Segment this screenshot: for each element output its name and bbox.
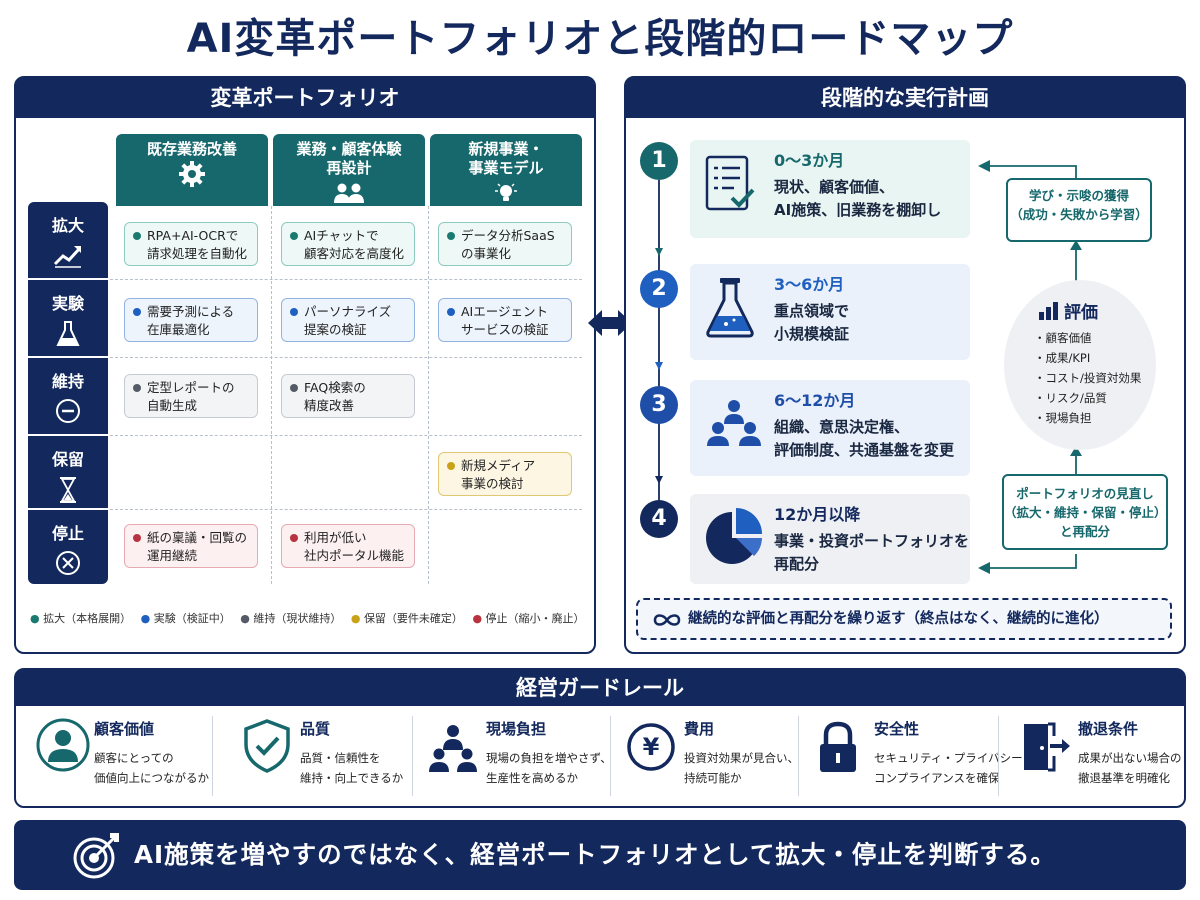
double-arrow-icon [588,310,632,336]
feedback-loop-arrows [978,160,1082,574]
guardrail-field-burden: 現場負担 現場の負担を増やさず、生産性を高めるか [408,710,612,802]
step-3-card[interactable]: 6～12か月 組織、意思決定権、評価制度、共通基盤を変更 [690,380,970,476]
row-label-hold: 保留 [28,436,108,508]
review-box: ポートフォリオの見直し（拡大・維持・保留・停止）と再配分 [1002,474,1168,550]
step-number-3: 3 [640,386,678,424]
footer-message: AI施策を増やすのではなく、経営ポートフォリオとして拡大・停止を判断する。 [134,840,1056,869]
step-2-period: 3～6か月 [774,275,845,294]
exit-door-icon [1024,722,1070,772]
step-2-card[interactable]: 3～6か月 重点領域で小規模検証 [690,264,970,360]
step-2-desc: 重点領域で小規模検証 [774,302,850,343]
page-title: AI変革ポートフォリオと段階的ロードマップ [186,16,1014,62]
plan-heading: 段階的な実行計画 [626,78,1184,118]
footer-banner: AI施策を増やすのではなく、経営ポートフォリオとして拡大・停止を判断する。 [14,820,1186,890]
cell-hold-new[interactable]: 新規メディア事業の検討 [438,452,572,496]
legend-maintain: ● 維持（現状維持） [240,612,342,625]
x-circle-icon [56,551,80,575]
step-1-card[interactable]: 0～3か月 現状、顧客価値、AI施策、旧業務を棚卸し [690,140,970,238]
lock-icon [820,721,856,772]
infinity-icon [653,614,681,626]
hourglass-icon [60,477,76,503]
row-label-maintain: 維持 [28,358,108,434]
gear-icon [179,161,205,187]
pie-chart-icon [706,508,762,564]
target-icon [73,833,119,879]
cell-stop-existing[interactable]: 紙の稟議・回覧の運用継続 [124,524,258,568]
step-1-period: 0～3か月 [774,151,845,170]
column-header-redesign: 業務・顧客体験 再設計 [273,134,425,206]
guardrail-customer-value: 顧客価値 顧客にとっての価値向上につながるか [16,710,212,802]
legend-expand: ● 拡大（本格展開） [30,612,132,625]
guardrail-cost: ¥ 費用 投資対効果が見合い、持続可能か [606,710,799,802]
svg-text:¥: ¥ [643,733,660,761]
people-icon [334,183,364,203]
column-header-existing: 既存業務改善 [116,134,268,206]
guardrail-heading: 経営ガードレール [16,670,1184,706]
cell-maintain-redesign[interactable]: FAQ検索の精度改善 [281,374,415,418]
flask-icon [56,321,80,346]
portfolio-heading: 変革ポートフォリオ [16,78,594,118]
cell-expand-existing[interactable]: RPA+AI-OCRで請求処理を自動化 [124,222,258,266]
step-number-2: 2 [640,270,678,308]
cell-experiment-new[interactable]: AIエージェントサービスの検証 [438,298,572,342]
yen-icon: ¥ [627,723,675,771]
legend-experiment: ● 実験（検証中） [140,612,231,625]
team-icon [707,400,761,446]
shield-check-icon [244,719,290,773]
timeline-connector [655,180,663,510]
cell-experiment-redesign[interactable]: パーソナライズ提案の検証 [281,298,415,342]
step-1-desc: 現状、顧客価値、AI施策、旧業務を棚卸し [774,178,942,219]
step-number-1: 1 [640,142,678,180]
legend-stop: ● 停止（縮小・廃止） [472,612,585,625]
step-4-card[interactable]: 12か月以降 事業・投資ポートフォリオを再配分 [690,494,970,584]
row-label-expand: 拡大 [28,202,108,278]
team-icon [429,725,477,772]
evaluation-bubble: 評価 ・顧客価値 ・成果/KPI ・コスト/投資対効果 ・リスク/品質 ・現場負… [1004,280,1156,450]
row-label-stop: 停止 [28,510,108,584]
learning-box: 学び・示唆の獲得（成功・失敗から学習） [1006,178,1152,242]
evaluation-title: 評価 [1038,298,1098,323]
person-icon [36,718,90,772]
guardrail-quality: 品質 品質・信頼性を維持・向上できるか [222,710,412,802]
continuous-loop-banner: 継続的な評価と再配分を繰り返す（終点はなく、継続的に進化） [636,598,1172,640]
step-3-desc: 組織、意思決定権、評価制度、共通基盤を変更 [774,418,955,459]
legend: ● 拡大（本格展開） ● 実験（検証中） ● 維持（現状維持） ● 保留（要件未… [30,610,591,626]
cell-maintain-existing[interactable]: 定型レポートの自動生成 [124,374,258,418]
checklist-icon [705,155,755,211]
column-header-new-business: 新規事業・ 事業モデル [430,134,582,206]
guardrail-panel: 経営ガードレール [14,668,1186,808]
guardrail-safety: 安全性 セキュリティ・プライバシー・コンプライアンスを確保 [796,710,1034,802]
trend-up-icon [53,246,82,268]
evaluation-criteria: ・顧客価値 ・成果/KPI ・コスト/投資対効果 ・リスク/品質 ・現場負担 [1034,331,1142,425]
minus-circle-icon [56,399,80,423]
row-label-experiment: 実験 [28,280,108,356]
bar-chart-icon [1039,302,1058,320]
step-4-desc: 事業・投資ポートフォリオを再配分 [774,532,970,573]
guardrail-exit-criteria: 撤退条件 成果が出ない場合の撤退基準を明確化 [1000,710,1184,802]
step-3-period: 6～12か月 [774,391,856,410]
step-4-period: 12か月以降 [774,505,861,524]
step-number-4: 4 [640,500,678,538]
legend-hold: ● 保留（要件未確定） [350,612,463,625]
lightbulb-icon [495,183,517,201]
cell-expand-redesign[interactable]: AIチャットで顧客対応を高度化 [281,222,415,266]
flask-icon [706,278,754,338]
cell-stop-redesign[interactable]: 利用が低い社内ポータル機能 [281,524,415,568]
cell-experiment-existing[interactable]: 需要予測による在庫最適化 [124,298,258,342]
